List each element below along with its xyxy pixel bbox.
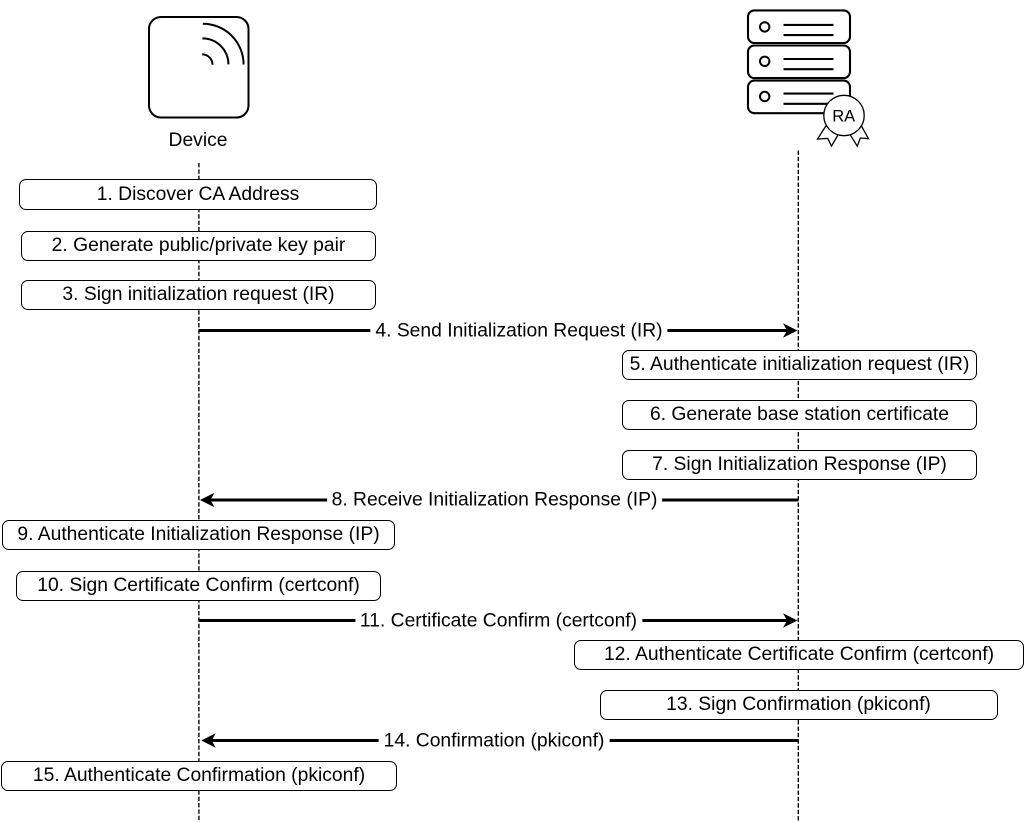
- svg-text:RA: RA: [832, 107, 855, 125]
